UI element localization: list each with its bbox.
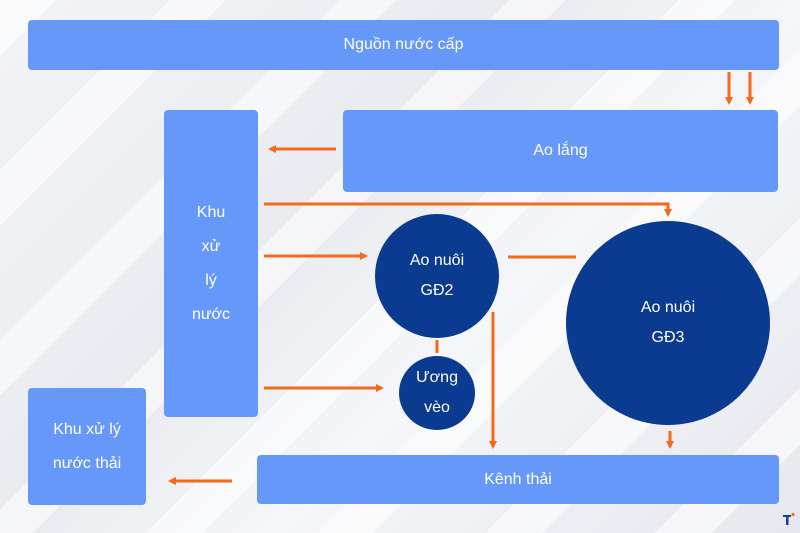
pond-stage3-circle: Ao nuôi GĐ3 — [566, 221, 770, 425]
settling-pond-label: Ao lắng — [533, 142, 588, 159]
treatment-area-label-2: xử — [201, 237, 221, 255]
wastewater-area-label-1: Khu xử lý — [53, 420, 121, 438]
drain-channel-label: Kênh thải — [484, 470, 552, 488]
pond-stage3-label-2: GĐ3 — [651, 329, 685, 346]
drain-channel-box: Kênh thải — [257, 455, 779, 504]
nursery-circle: Ương vèo — [399, 356, 475, 430]
water-source-label: Nguồn nước cấp — [343, 36, 464, 53]
wastewater-area-label-2: nước thải — [52, 454, 122, 472]
treatment-area-label-3: lý — [205, 271, 217, 289]
treatment-area-label-1: Khu — [196, 203, 226, 221]
pond-stage2-label-1: Ao nuôi — [409, 252, 465, 269]
nursery-label-1: Ương — [416, 369, 458, 386]
pond-stage2-circle: Ao nuôi GĐ2 — [375, 214, 499, 338]
water-source-box: Nguồn nước cấp — [28, 20, 779, 70]
pond-stage3-label-1: Ao nuôi — [640, 299, 696, 316]
brand-logo-icon — [783, 512, 795, 525]
arrow-treatment-to-stage3 — [264, 202, 672, 217]
settling-pond-box: Ao lắng — [343, 110, 778, 192]
pond-stage2-label-2: GĐ2 — [420, 282, 454, 299]
treatment-area-box: Khu xử lý nước — [164, 110, 258, 417]
nursery-label-2: vèo — [424, 399, 450, 416]
treatment-area-label-4: nước — [191, 305, 231, 323]
wastewater-area-box: Khu xử lý nước thải — [28, 388, 146, 505]
